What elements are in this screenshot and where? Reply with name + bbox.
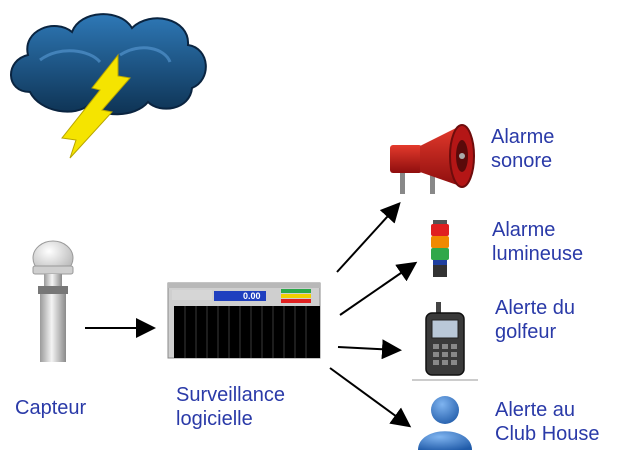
arrow-to-light-alarm bbox=[339, 261, 418, 316]
sensor-icon bbox=[32, 240, 74, 362]
monitor-screen bbox=[167, 282, 321, 359]
arrow-to-sound-alarm bbox=[336, 202, 401, 273]
lightning-icon bbox=[61, 53, 131, 159]
monitor-value: 0.00 bbox=[243, 291, 261, 301]
person-icon bbox=[418, 396, 472, 450]
arrow-to-golfer-alert bbox=[337, 339, 402, 360]
pager-icon bbox=[412, 302, 478, 381]
software-label: Surveillance logicielle bbox=[176, 384, 285, 430]
golfer-alert-label: Alerte du golfeur bbox=[495, 297, 576, 343]
siren-icon bbox=[390, 124, 475, 194]
light-alarm-label: Alarme lumineuse bbox=[492, 219, 584, 265]
clubhouse-alert-label: Alerte au Club House bbox=[495, 399, 600, 445]
signal-tower-icon bbox=[431, 220, 449, 277]
sound-alarm-label: Alarme sonore bbox=[491, 126, 555, 172]
sensor-label: Capteur bbox=[15, 397, 87, 419]
arrow-to-clubhouse-alert bbox=[329, 367, 412, 428]
